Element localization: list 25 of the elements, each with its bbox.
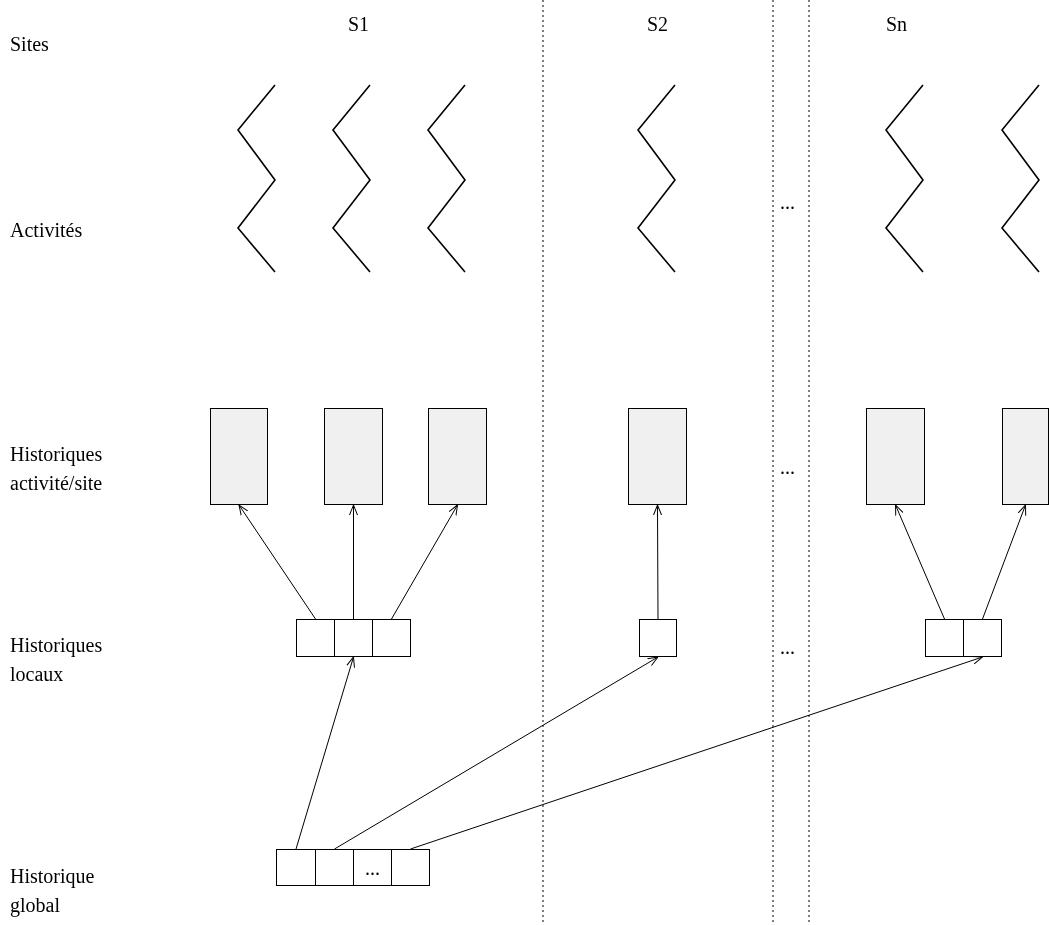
log-cell: [315, 849, 354, 886]
log-cell: [334, 619, 373, 657]
log-cell: [276, 849, 316, 886]
log-cell: [639, 619, 677, 657]
history-box: [428, 408, 487, 505]
arrow: [391, 504, 458, 620]
log-cell: [925, 619, 964, 657]
history-box: [324, 408, 383, 505]
arrow: [334, 656, 659, 850]
history-box: [628, 408, 687, 505]
log-cell: [372, 619, 411, 657]
arrow: [410, 655, 983, 850]
log-cell: ...: [353, 849, 392, 886]
arrow: [653, 504, 663, 620]
log-cell: [963, 619, 1002, 657]
history-box: [1002, 408, 1049, 505]
history-box: [866, 408, 925, 505]
arrow: [295, 656, 355, 850]
arrow: [982, 504, 1027, 620]
arrow: [349, 504, 358, 620]
arrow: [895, 504, 945, 620]
log-cell: [391, 849, 430, 886]
arrow: [238, 504, 316, 620]
history-box: [210, 408, 268, 505]
log-cell: [296, 619, 335, 657]
